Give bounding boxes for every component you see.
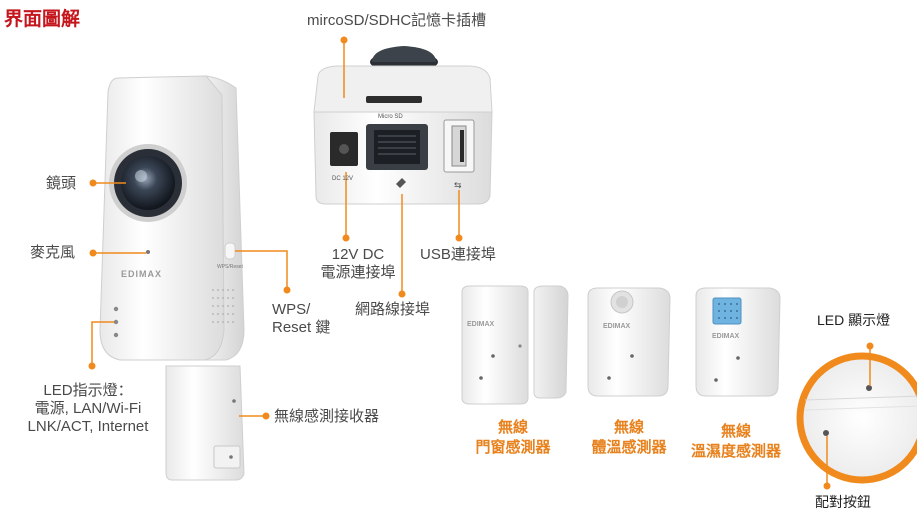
label-usb-port: USB連接埠 bbox=[420, 246, 496, 263]
label-led-line2: 電源, LAN/Wi-Fi bbox=[34, 400, 142, 417]
sensor-label-motion: 無線 體溫感測器 bbox=[578, 418, 680, 458]
label-dc-line2: 電源連接埠 bbox=[320, 264, 396, 281]
dc12v-print: DC 12V bbox=[332, 176, 354, 182]
leader-lines bbox=[91, 40, 871, 486]
label-microphone: 麥克風 bbox=[30, 244, 76, 261]
label-wps-line2: Reset 鍵 bbox=[272, 319, 331, 336]
wps-reset-print: WPS/Reset bbox=[217, 264, 243, 270]
label-wps-reset: WPS/ Reset 鍵 bbox=[272, 301, 330, 337]
sensor-label-temp-humidity: 無線 溫濕度感測器 bbox=[680, 422, 792, 462]
sensor-label-door-window: 無線 門窗感測器 bbox=[462, 418, 564, 458]
leader-dots bbox=[88, 36, 874, 490]
sensor-label-line2: 體溫感測器 bbox=[591, 439, 667, 456]
camera-brand-logo: EDIMAX bbox=[121, 269, 163, 279]
motion-sensor-brand-logo: EDIMAX bbox=[603, 323, 631, 330]
sensor-label-line1: 無線 bbox=[720, 423, 751, 440]
label-pair-button: 配對按鈕 bbox=[815, 494, 871, 510]
label-led-display: LED 顯示燈 bbox=[817, 312, 891, 328]
label-led-indicators: LED指示燈： 電源, LAN/Wi-Fi LNK/ACT, Internet bbox=[8, 382, 168, 436]
label-led-line1: LED指示燈： bbox=[43, 382, 133, 399]
svg-text:⇆: ⇆ bbox=[454, 181, 462, 191]
micro-sd-print: Micro SD bbox=[378, 114, 403, 120]
wireless-receiver-dongle bbox=[165, 365, 245, 481]
label-led-line3: LNK/ACT, Internet bbox=[27, 418, 149, 435]
label-wps-line1: WPS/ bbox=[272, 301, 311, 318]
label-lens: 鏡頭 bbox=[46, 175, 77, 192]
label-dc-port: 12V DC 電源連接埠 bbox=[318, 246, 398, 282]
label-dc-line1: 12V DC bbox=[331, 246, 385, 263]
camera-front bbox=[99, 75, 245, 361]
temperature-humidity-sensor bbox=[695, 287, 781, 397]
sensor-label-line2: 溫濕度感測器 bbox=[690, 443, 781, 460]
label-microsd-slot: mircoSD/SDHC記憶卡插槽 bbox=[307, 12, 487, 29]
page-title: 界面圖解 bbox=[4, 9, 81, 30]
label-receiver: 無線感測接收器 bbox=[274, 408, 380, 425]
sensor-label-line1: 無線 bbox=[497, 419, 528, 436]
camera-back: ⇆ bbox=[313, 46, 493, 205]
door-window-sensor bbox=[461, 285, 569, 405]
label-ethernet-port: 網路線接埠 bbox=[355, 301, 431, 318]
sensor-label-line1: 無線 bbox=[613, 419, 644, 436]
thermo-sensor-brand-logo: EDIMAX bbox=[712, 333, 740, 340]
sensor-label-line2: 門窗感測器 bbox=[475, 439, 551, 456]
motion-sensor bbox=[587, 287, 671, 397]
door-sensor-brand-logo: EDIMAX bbox=[467, 321, 495, 328]
sensor-zoom-circle bbox=[796, 352, 917, 484]
